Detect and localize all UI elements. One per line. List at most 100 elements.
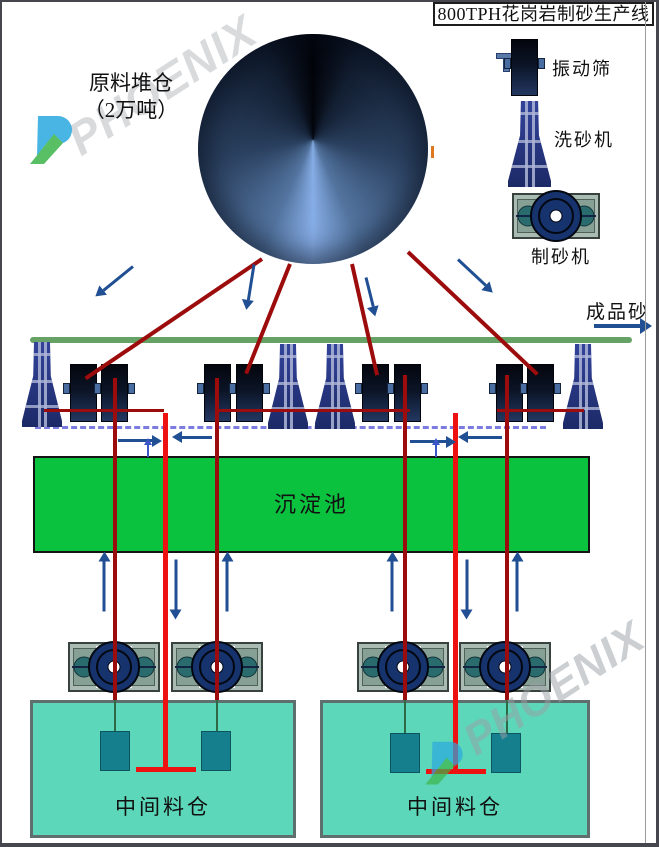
washer-rail xyxy=(44,342,48,427)
flow-arrow xyxy=(174,559,178,610)
vibrating-screen-icon xyxy=(229,364,270,422)
washer-bar xyxy=(323,382,347,386)
sand-washer-icon xyxy=(268,344,308,429)
feed-line xyxy=(406,250,539,376)
vibrating-screen-icon xyxy=(520,364,561,422)
washer-bar xyxy=(279,355,297,359)
screen-mount xyxy=(489,383,496,394)
maker-rotor-hub xyxy=(549,209,563,223)
flow-arrow xyxy=(118,439,152,442)
screen-mount xyxy=(63,383,70,394)
washer-bar xyxy=(276,382,300,386)
washer-bar xyxy=(520,112,539,116)
vibrating-screen-icon xyxy=(504,39,545,96)
flow-arrow xyxy=(465,559,469,610)
flow-arrow xyxy=(410,440,446,443)
washer-bar xyxy=(571,382,595,386)
transfer-line xyxy=(453,413,458,773)
screen-mount xyxy=(538,58,545,69)
connector-line xyxy=(497,409,584,412)
screen-mount xyxy=(504,58,511,69)
discharge-line xyxy=(215,378,219,700)
washer-bar xyxy=(511,164,548,168)
bin-feed-line xyxy=(506,690,508,735)
bin-right-label: 中间料仓 xyxy=(407,795,503,819)
flow-arrow xyxy=(435,445,437,457)
washer-bar xyxy=(326,355,344,359)
washer-rail xyxy=(331,344,334,429)
washer-rail xyxy=(585,344,589,429)
washer-bar xyxy=(516,139,543,143)
washer-bar xyxy=(318,406,352,410)
raw-material-pile xyxy=(198,34,428,264)
bin-feed-line xyxy=(114,688,116,733)
vibrating-screen-icon xyxy=(387,364,428,422)
washer-rail xyxy=(38,342,41,427)
feed-line xyxy=(84,257,264,381)
bin-inlet-box xyxy=(390,733,420,773)
page-inner-border xyxy=(645,0,646,847)
transfer-line xyxy=(163,413,168,770)
flow-arrow xyxy=(102,265,134,292)
screen-mount xyxy=(263,383,270,394)
washer-rail xyxy=(337,344,341,429)
sand-washer-icon xyxy=(315,344,355,429)
sand-maker-icon xyxy=(512,190,600,242)
washer-bar xyxy=(25,404,59,408)
bin-feed-line xyxy=(404,690,406,735)
flow-arrow xyxy=(456,258,487,287)
finished-sand-arrow xyxy=(594,324,640,328)
washer-rail xyxy=(525,101,529,187)
flow-arrow xyxy=(468,436,502,439)
flow-arrow xyxy=(390,561,394,612)
maker-rotor xyxy=(530,190,582,242)
washer-bar xyxy=(566,406,600,410)
screen-mount xyxy=(94,383,101,394)
washer-rail xyxy=(532,101,536,187)
bin-inlet-box xyxy=(491,733,521,773)
discharge-line xyxy=(113,378,117,700)
flow-arrow xyxy=(147,445,149,457)
legend-label-vibrating-screen: 振动筛 xyxy=(552,59,612,79)
raw-pile-label-line2: （2万吨） xyxy=(83,98,179,122)
screen-mount xyxy=(387,383,394,394)
screen-mount xyxy=(229,383,236,394)
transfer-line-end xyxy=(136,767,196,772)
bin-left-label: 中间料仓 xyxy=(115,795,211,819)
page-title: 800TPH花岗岩制砂生产线 xyxy=(433,2,654,26)
flow-arrow xyxy=(225,561,229,612)
washer-bar xyxy=(574,355,592,359)
screen-mount xyxy=(197,383,204,394)
sand-washer-icon xyxy=(563,344,603,429)
transfer-line-end xyxy=(426,769,486,774)
discharge-line xyxy=(505,375,509,700)
flow-arrow xyxy=(102,561,106,612)
washer-rail xyxy=(290,344,294,429)
connector-line xyxy=(44,409,164,412)
legend-label-sand-washer: 洗砂机 xyxy=(554,130,614,150)
washer-bar xyxy=(33,353,51,357)
screen-mount xyxy=(355,383,362,394)
washer-rail xyxy=(284,344,287,429)
discharge-line xyxy=(403,375,407,700)
legend-label-sand-maker: 制砂机 xyxy=(531,247,591,267)
flow-arrow xyxy=(182,436,212,439)
connector-line xyxy=(217,409,410,412)
flow-arrow xyxy=(515,561,519,612)
finished-sand-conveyor xyxy=(30,337,632,343)
raw-pile-label-line1: 原料堆仓 xyxy=(89,71,173,95)
settling-pond: 沉淀池 xyxy=(33,456,590,553)
sand-washer-icon xyxy=(22,342,62,427)
screen-mount xyxy=(554,383,561,394)
flow-arrow xyxy=(364,277,375,307)
bin-inlet-box xyxy=(201,731,231,771)
washer-rail xyxy=(579,344,582,429)
sand-washer-icon xyxy=(508,101,551,187)
marker-tick xyxy=(431,146,434,158)
bin-feed-line xyxy=(216,688,218,733)
phoenix-logo-icon xyxy=(420,738,468,795)
screen-mount xyxy=(128,383,135,394)
screen-mount xyxy=(421,383,428,394)
bin-inlet-box xyxy=(100,731,130,771)
